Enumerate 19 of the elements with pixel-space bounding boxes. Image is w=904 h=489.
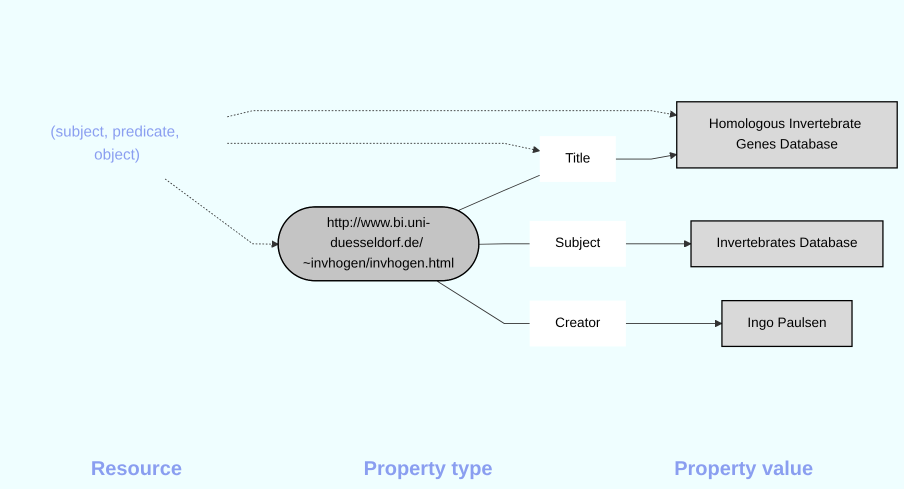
column-heading: Resource [90, 458, 182, 480]
arrow [226, 143, 540, 154]
connector [478, 244, 530, 246]
node-box: Invertebrates Database [690, 220, 884, 268]
node-box: Title [540, 136, 616, 182]
connector [457, 175, 540, 212]
node-box: Homologous Invertebrate Genes Database [676, 102, 898, 169]
column-heading: Property value [674, 458, 814, 480]
arrow [625, 320, 722, 328]
node-box: Creator [530, 301, 626, 347]
arrow [615, 152, 678, 160]
arrow [164, 178, 279, 248]
column-heading: Property type [364, 458, 493, 480]
arrow [226, 110, 678, 118]
connector [436, 281, 530, 324]
arrow [625, 240, 692, 248]
node-text: (subject, predicate, object) [50, 123, 180, 164]
node-box: Subject [530, 221, 626, 268]
node-box: Ingo Paulsen [721, 300, 853, 348]
